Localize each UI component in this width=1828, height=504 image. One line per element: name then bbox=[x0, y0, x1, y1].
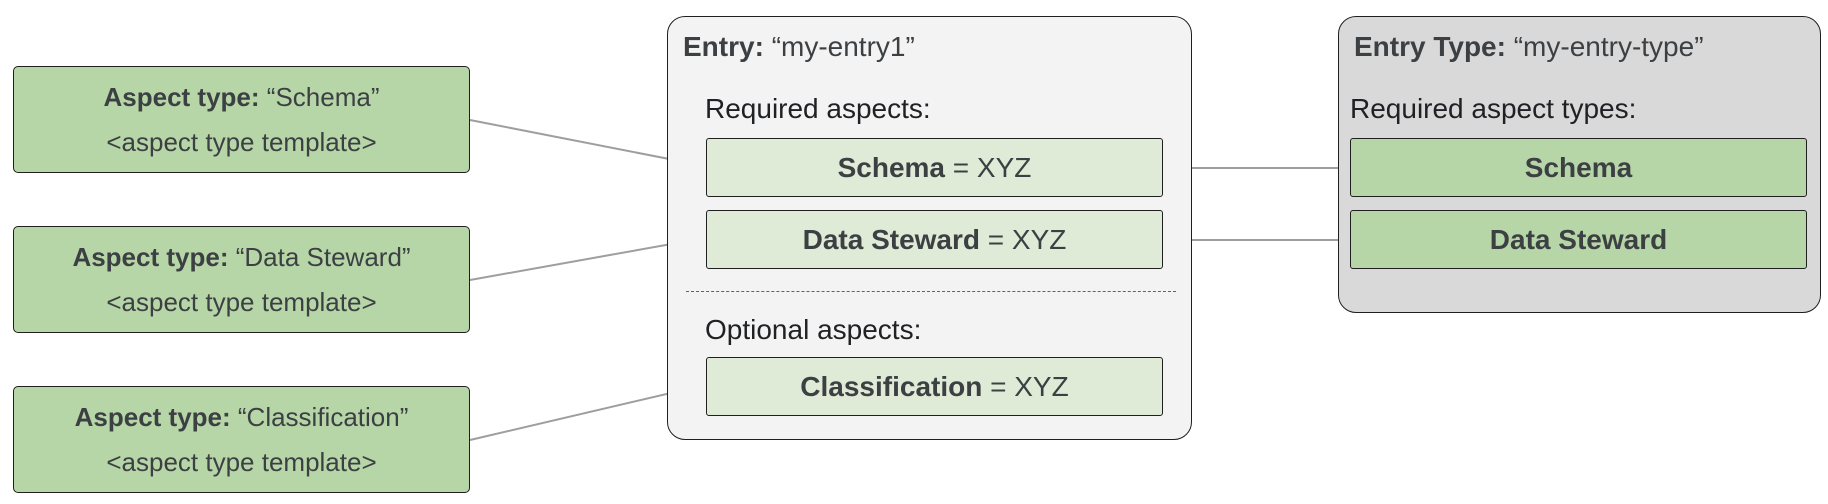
aspect-type-name: “Classification” bbox=[237, 401, 409, 432]
entry-type-label: Entry Type: bbox=[1354, 31, 1506, 62]
entry-aspect-schema: Schema = XYZ bbox=[706, 138, 1163, 197]
entry-title: Entry: “my-entry1” bbox=[683, 31, 915, 63]
connector-classification-aspect-type bbox=[469, 384, 706, 441]
aspect-type-classification-box: Aspect type: “Classification” <aspect ty… bbox=[13, 386, 470, 493]
connector-data-steward-aspect-type bbox=[469, 237, 706, 281]
connector-schema-aspect-type bbox=[469, 119, 706, 167]
entry-name: “my-entry1” bbox=[771, 31, 915, 62]
aspect-type-label: Aspect type: bbox=[103, 81, 260, 112]
entry-aspect-name: Schema bbox=[837, 151, 946, 183]
aspect-type-template: <aspect type template> bbox=[106, 126, 377, 157]
aspect-type-name: “Data Steward” bbox=[235, 241, 411, 272]
entry-box: Entry: “my-entry1” Required aspects: Sch… bbox=[667, 16, 1192, 440]
aspect-type-schema-box: Aspect type: “Schema” <aspect type templ… bbox=[13, 66, 470, 173]
aspect-type-template: <aspect type template> bbox=[106, 286, 377, 317]
entry-type-box: Entry Type: “my-entry-type” Required asp… bbox=[1338, 16, 1821, 313]
aspect-type-heading: Aspect type: “Schema” bbox=[104, 82, 380, 113]
required-aspects-label: Required aspects: bbox=[705, 93, 931, 124]
aspect-type-heading: Aspect type: “Data Steward” bbox=[72, 242, 410, 273]
entry-aspect-classification: Classification = XYZ bbox=[706, 357, 1163, 416]
required-aspect-types-label: Required aspect types: bbox=[1350, 93, 1637, 124]
entry-label: Entry: bbox=[683, 31, 764, 62]
entry-aspect-value: = XYZ bbox=[990, 370, 1069, 402]
entry-type-aspect-data-steward: Data Steward bbox=[1350, 210, 1807, 269]
aspect-type-data-steward-box: Aspect type: “Data Steward” <aspect type… bbox=[13, 226, 470, 333]
entry-aspect-value: = XYZ bbox=[987, 223, 1067, 255]
aspect-type-label: Aspect type: bbox=[74, 401, 231, 432]
aspect-type-name: “Schema” bbox=[266, 81, 380, 112]
entry-type-title: Entry Type: “my-entry-type” bbox=[1354, 31, 1704, 63]
entry-aspect-data-steward: Data Steward = XYZ bbox=[706, 210, 1163, 269]
entry-type-name: “my-entry-type” bbox=[1513, 31, 1704, 62]
aspect-type-template: <aspect type template> bbox=[106, 446, 377, 477]
optional-aspects-label: Optional aspects: bbox=[705, 314, 922, 345]
section-divider bbox=[686, 291, 1176, 292]
entry-aspect-name: Data Steward bbox=[802, 223, 981, 255]
entry-type-aspect-schema: Schema bbox=[1350, 138, 1807, 197]
aspect-type-heading: Aspect type: “Classification” bbox=[75, 402, 409, 433]
entry-aspect-value: = XYZ bbox=[952, 151, 1032, 183]
aspect-type-label: Aspect type: bbox=[72, 241, 229, 272]
entry-aspect-name: Classification bbox=[800, 370, 983, 402]
